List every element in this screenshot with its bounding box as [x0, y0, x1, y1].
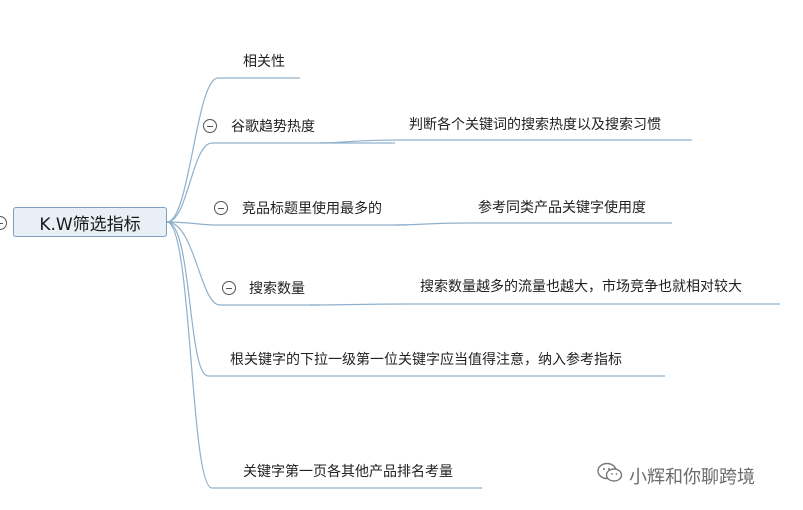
branch-search-volume[interactable]: 搜索数量: [249, 281, 305, 297]
child-search-volume[interactable]: 搜索数量越多的流量也越大，市场竞争也就相对较大: [420, 279, 742, 295]
connector-first-page: [166, 221, 482, 489]
branch-google-trends[interactable]: 谷歌趋势热度: [231, 119, 315, 135]
watermark-text: 小辉和你聊跨境: [629, 466, 755, 488]
connector-competitor-titles-child: [394, 222, 672, 226]
connector-relevance: [166, 77, 300, 223]
connector-search-volume-child: [309, 303, 780, 306]
child-google-trends[interactable]: 判断各个关键词的搜索热度以及搜索习惯: [409, 117, 661, 133]
collapse-competitor-titles-icon[interactable]: [214, 201, 228, 215]
collapse-google-trends-icon[interactable]: [203, 119, 217, 133]
branch-dropdown[interactable]: 根关键字的下拉一级第一位关键字应当值得注意，纳入参考指标: [230, 352, 622, 368]
wechat-icon: [597, 462, 623, 489]
connector-search-volume: [166, 221, 320, 306]
connector-competitor-titles: [166, 221, 407, 226]
root-node[interactable]: K.W筛选指标: [13, 207, 167, 237]
connector-dropdown: [166, 221, 665, 377]
child-competitor-titles[interactable]: 参考同类产品关键字使用度: [478, 200, 646, 216]
watermark: 小辉和你聊跨境: [597, 462, 755, 489]
connector-google-trends-child: [319, 139, 692, 144]
connector-google-trends: [166, 142, 395, 223]
branch-first-page[interactable]: 关键字第一页各其他产品排名考量: [243, 464, 453, 480]
branch-relevance[interactable]: 相关性: [243, 54, 285, 70]
root-label: K.W筛选指标: [39, 214, 141, 235]
collapse-search-volume-icon[interactable]: [222, 281, 236, 295]
branch-competitor-titles[interactable]: 竞品标题里使用最多的: [242, 201, 382, 217]
